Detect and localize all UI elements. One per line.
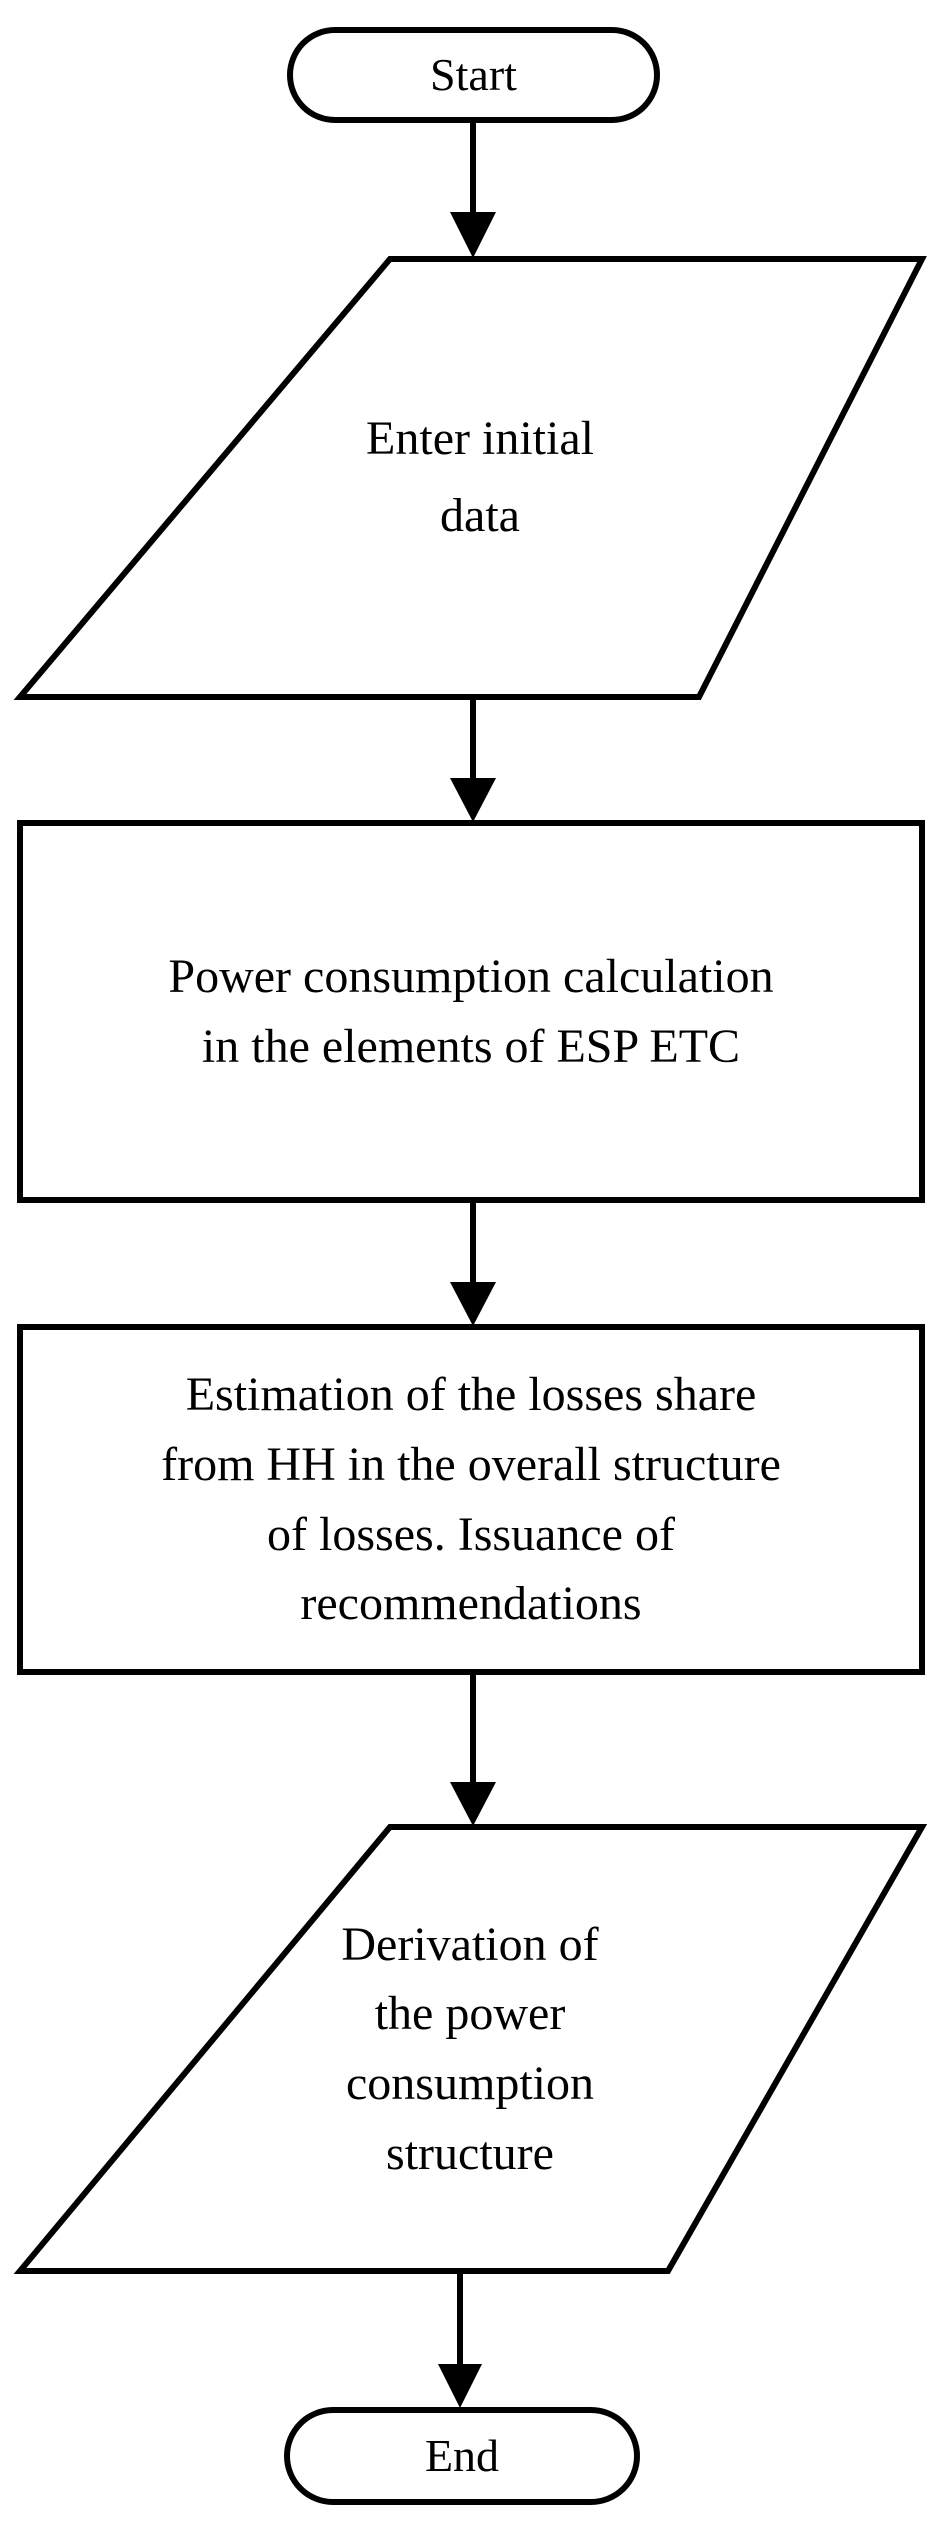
input-text-line-2: data — [440, 489, 520, 542]
estimate-label: Estimation of the losses share from HH i… — [20, 1327, 922, 1672]
start-text: Start — [430, 48, 517, 100]
output-parallelogram — [13, 1824, 928, 2274]
arrow-input-to-calc — [450, 697, 496, 822]
arrow-estimate-to-output — [450, 1672, 496, 1826]
end-terminator — [284, 2407, 640, 2505]
output-text-line-2: the power — [374, 1987, 566, 2041]
output-label: Derivation of the power consumption stru… — [210, 1827, 730, 2271]
estimate-text-line-2: from HH in the overall structure — [161, 1437, 781, 1491]
estimate-process-box — [17, 1324, 925, 1675]
end-text: End — [424, 2429, 500, 2481]
calc-text-line-2: in the elements of ESP ETC — [201, 1019, 741, 1073]
calc-text-line-1: Power consumption calculation — [168, 949, 774, 1003]
output-text-line-4: structure — [386, 2126, 554, 2180]
arrow-calc-to-estimate — [450, 1200, 496, 1326]
input-label: Enter initial data — [220, 259, 740, 697]
estimate-text-line-3: of losses. Issuance of — [267, 1507, 675, 1561]
estimate-text-line-1: Estimation of the losses share — [185, 1368, 757, 1422]
input-parallelogram — [13, 256, 927, 700]
input-text-line-1: Enter initial — [366, 412, 594, 466]
arrow-start-to-input — [450, 120, 496, 258]
end-label: End — [287, 2410, 637, 2502]
estimate-text-line-4: recommendations — [300, 1577, 642, 1631]
output-text-line-1: Derivation of — [341, 1917, 599, 1971]
output-text-line-3: consumption — [346, 2057, 594, 2110]
start-label: Start — [290, 30, 657, 120]
arrow-output-to-end — [438, 2271, 482, 2408]
calc-label: Power consumption calculation in the ele… — [20, 823, 922, 1200]
